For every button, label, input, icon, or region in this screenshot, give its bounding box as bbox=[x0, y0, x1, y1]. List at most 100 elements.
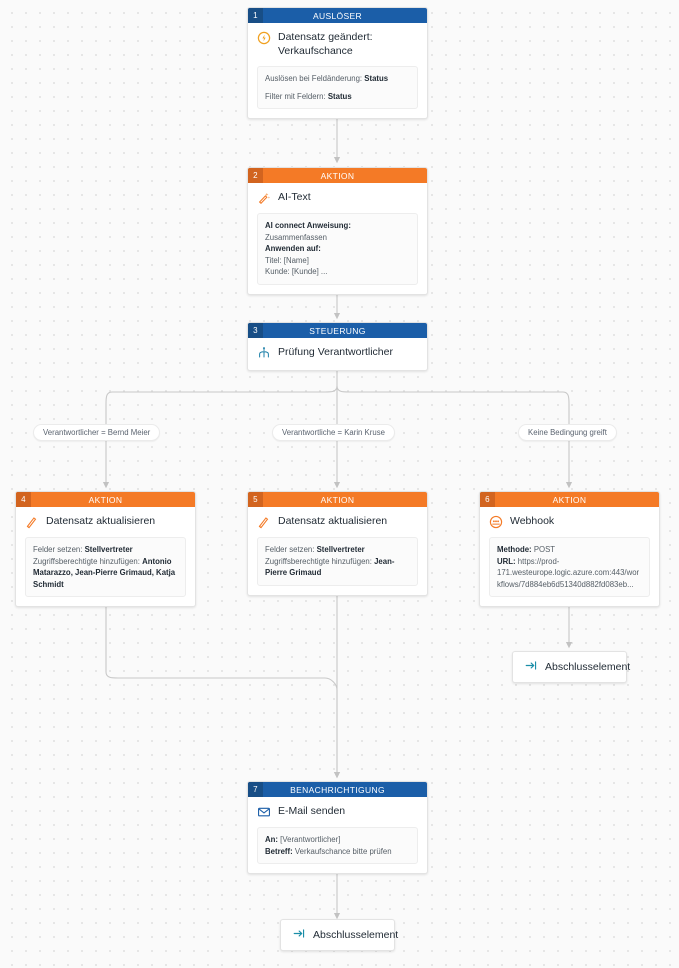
node-1-detail-1-value: Status bbox=[327, 91, 352, 101]
node-6-detail-1-label: URL: bbox=[497, 556, 516, 566]
node-4-detail-0: Felder setzen: Stellvertreter bbox=[33, 544, 178, 556]
node-6-action[interactable]: 6 AKTION Webhook Methode: bbox=[479, 491, 660, 607]
node-5-title-row: Datensatz aktualisieren bbox=[257, 515, 418, 529]
node-2-detail-3-label: Kunde: bbox=[265, 267, 290, 276]
node-5-header: 5 AKTION bbox=[248, 492, 427, 507]
node-2-detail-2: Titel: [Name] bbox=[265, 255, 410, 267]
node-2-header: 2 AKTION bbox=[248, 168, 427, 183]
node-6-title-row: Webhook bbox=[489, 515, 650, 529]
pencil-icon bbox=[257, 515, 271, 529]
node-4-title-row: Datensatz aktualisieren bbox=[25, 515, 186, 529]
node-7-header: 7 BENACHRICHTIGUNG bbox=[248, 782, 427, 797]
branch-fork-icon bbox=[257, 346, 271, 360]
edge-label-branch-3: Keine Bedingung greift bbox=[518, 424, 617, 441]
node-1-detail-1: Filter mit Feldern: Status bbox=[265, 91, 410, 103]
node-3-control[interactable]: 3 STEUERUNG Prüfung Verantwortlicher bbox=[247, 322, 428, 371]
node-7-number: 7 bbox=[248, 782, 263, 797]
envelope-icon bbox=[257, 805, 271, 819]
node-4-detail-1-label: Zugriffsberechtigte hinzufügen: bbox=[33, 556, 140, 566]
node-4-detail-0-value: Stellvertreter bbox=[84, 545, 133, 554]
node-1-detail-1-label: Filter mit Feldern: bbox=[265, 91, 326, 101]
pencil-icon bbox=[25, 515, 39, 529]
node-4-title: Datensatz aktualisieren bbox=[46, 515, 156, 527]
webhook-icon bbox=[489, 515, 503, 529]
node-2-detail-3-value: [Kunde] ... bbox=[291, 267, 328, 276]
node-2-detail-2-label: Titel: bbox=[265, 255, 282, 265]
ai-sparkle-pen-icon bbox=[257, 191, 271, 205]
node-4-kind-label: AKTION bbox=[88, 494, 123, 505]
end-arrow-icon bbox=[293, 927, 306, 943]
bolt-circle-icon bbox=[257, 31, 271, 45]
node-4-detail-1-value: Antonio Matarazzo, Jean-Pierre Grimaud, … bbox=[33, 556, 176, 589]
node-4-action[interactable]: 4 AKTION Datensatz aktualisieren Felder … bbox=[15, 491, 196, 607]
node-4-header: 4 AKTION bbox=[16, 492, 195, 507]
node-7-title: E-Mail senden bbox=[278, 805, 346, 817]
node-7-details: An: [Verantwortlicher] Betreff: Verkaufs… bbox=[257, 827, 418, 864]
end-node-label: Abschlusselement bbox=[545, 661, 631, 673]
node-7-title-row: E-Mail senden bbox=[257, 805, 418, 819]
node-5-detail-0-value: Stellvertreter bbox=[316, 545, 365, 554]
node-4-number: 4 bbox=[16, 492, 31, 507]
node-2-detail-0: AI connect Anweisung: Zusammenfassen bbox=[265, 220, 410, 243]
edge-label-branch-2: Verantwortliche = Karin Kruse bbox=[272, 424, 395, 441]
node-6-title: Webhook bbox=[510, 515, 555, 527]
node-4-detail-1: Zugriffsberechtigte hinzufügen: Antonio … bbox=[33, 556, 178, 591]
node-4-detail-0-label: Felder setzen: bbox=[33, 545, 83, 554]
node-2-details: AI connect Anweisung: Zusammenfassen Anw… bbox=[257, 213, 418, 285]
node-1-detail-0-value: Status bbox=[364, 74, 389, 83]
node-6-detail-0-value: POST bbox=[533, 545, 556, 554]
node-3-header: 3 STEUERUNG bbox=[248, 323, 427, 338]
node-1-trigger[interactable]: 1 AUSLÖSER Datensatz geändert: Verkaufsc… bbox=[247, 7, 428, 119]
node-5-kind-label: AKTION bbox=[320, 494, 355, 505]
node-2-number: 2 bbox=[248, 168, 263, 183]
node-7-detail-1-value: Verkaufschance bitte prüfen bbox=[294, 846, 392, 856]
node-5-detail-0: Felder setzen: Stellvertreter bbox=[265, 544, 410, 556]
node-6-detail-0: Methode: POST bbox=[497, 544, 642, 556]
node-6-details: Methode: POST URL: https://prod-171.west… bbox=[489, 537, 650, 597]
node-6-kind-label: AKTION bbox=[552, 494, 587, 505]
node-6-detail-0-label: Methode: bbox=[497, 545, 532, 554]
node-5-action[interactable]: 5 AKTION Datensatz aktualisieren Felder … bbox=[247, 491, 428, 596]
node-4-details: Felder setzen: Stellvertreter Zugriffsbe… bbox=[25, 537, 186, 597]
end-node-label: Abschlusselement bbox=[313, 929, 399, 941]
node-3-kind-label: STEUERUNG bbox=[309, 325, 366, 336]
node-1-kind-label: AUSLÖSER bbox=[312, 10, 363, 21]
node-6-detail-1-value: https://prod-171.westeurope.logic.azure.… bbox=[497, 556, 640, 589]
node-2-detail-3: Kunde: [Kunde] ... bbox=[265, 266, 410, 278]
node-6-number: 6 bbox=[480, 492, 495, 507]
end-node-webhook-branch[interactable]: Abschlusselement bbox=[512, 651, 631, 683]
node-5-detail-1-label: Zugriffsberechtigte hinzufügen: bbox=[265, 556, 372, 566]
node-6-header: 6 AKTION bbox=[480, 492, 659, 507]
node-3-title-row: Prüfung Verantwortlicher bbox=[257, 346, 418, 360]
node-5-detail-1: Zugriffsberechtigte hinzufügen: Jean-Pie… bbox=[265, 556, 410, 579]
node-2-detail-1: Anwenden auf: bbox=[265, 243, 410, 255]
node-7-detail-0: An: [Verantwortlicher] bbox=[265, 834, 410, 846]
node-2-detail-0-value: Zusammenfassen bbox=[265, 232, 327, 242]
node-2-detail-2-value: [Name] bbox=[283, 255, 309, 265]
node-5-details: Felder setzen: Stellvertreter Zugriffsbe… bbox=[257, 537, 418, 586]
node-2-title-row: AI-Text bbox=[257, 191, 418, 205]
node-1-title: Datensatz geändert: Verkaufschance bbox=[278, 31, 373, 57]
node-7-detail-1: Betreff: Verkaufschance bitte prüfen bbox=[265, 846, 410, 858]
node-5-detail-0-label: Felder setzen: bbox=[265, 545, 315, 554]
end-arrow-icon bbox=[525, 659, 538, 675]
node-2-action[interactable]: 2 AKTION AI-Text AI connect Anweisung: bbox=[247, 167, 428, 295]
node-7-detail-0-label: An: bbox=[265, 835, 278, 844]
node-1-header: 1 AUSLÖSER bbox=[248, 8, 427, 23]
node-2-detail-0-label: AI connect Anweisung: bbox=[265, 221, 351, 230]
node-5-detail-1-value: Jean-Pierre Grimaud bbox=[265, 556, 395, 578]
node-1-detail-0: Auslösen bei Feldänderung: Status bbox=[265, 73, 410, 85]
node-2-detail-1-label: Anwenden auf: bbox=[265, 244, 321, 253]
end-node-main-branch[interactable]: Abschlusselement bbox=[280, 919, 399, 951]
node-1-number: 1 bbox=[248, 8, 263, 23]
connector-4-7 bbox=[105, 592, 341, 779]
node-3-title: Prüfung Verantwortlicher bbox=[278, 346, 393, 358]
node-7-notification[interactable]: 7 BENACHRICHTIGUNG E-Mail senden An: [Ve… bbox=[247, 781, 428, 874]
node-2-title: AI-Text bbox=[278, 191, 311, 203]
node-5-title: Datensatz aktualisieren bbox=[278, 515, 388, 527]
edge-label-branch-1: Verantwortlicher = Bernd Meier bbox=[33, 424, 161, 441]
node-6-detail-1: URL: https://prod-171.westeurope.logic.a… bbox=[497, 556, 642, 591]
node-2-kind-label: AKTION bbox=[320, 170, 355, 181]
node-5-number: 5 bbox=[248, 492, 263, 507]
